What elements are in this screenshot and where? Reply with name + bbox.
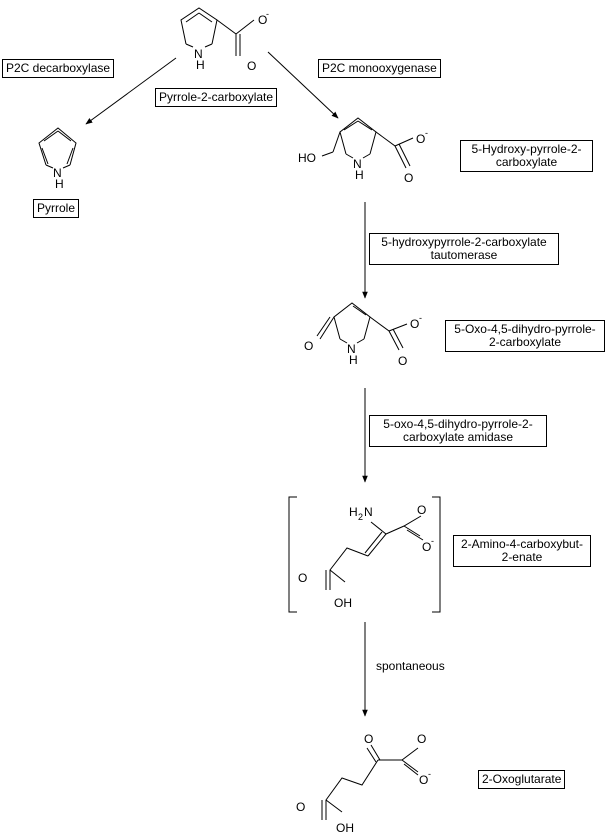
- atom-minus: -: [425, 128, 428, 138]
- enzyme-amidase-label: 5-oxo-4,5-dihydro-pyrrole-2- carboxylate…: [369, 415, 547, 447]
- atom-o: O: [298, 571, 307, 585]
- compound-oxo-dihydro-pyrrole-label: 5-Oxo-4,5-dihydro-pyrrole- 2-carboxylate: [445, 320, 605, 352]
- atom-h: H: [349, 505, 358, 519]
- oxoglutarate-structure: [321, 744, 419, 820]
- atom-o: O: [364, 732, 373, 746]
- atom-n: N: [347, 342, 356, 356]
- arrow-monooxygenase: [267, 51, 339, 119]
- atom-o: O: [416, 132, 425, 146]
- atom-n: N: [53, 166, 62, 180]
- amino-carboxybutenate-structure: [288, 496, 441, 613]
- atom-h: H: [349, 353, 358, 367]
- atom-o: O: [247, 59, 256, 73]
- arrow-decarboxylase: [85, 57, 177, 125]
- oxo-dihydro-pyrrole-structure: [316, 302, 408, 351]
- compound-pyrrole-label: Pyrrole: [33, 199, 80, 218]
- compound-oxoglutarate-label: 2-Oxoglutarate: [478, 770, 566, 789]
- atom-o: O: [417, 732, 426, 746]
- atom-o: O: [422, 540, 431, 554]
- atom-o: O: [258, 13, 267, 27]
- atom-n: N: [353, 157, 362, 171]
- atom-n: N: [364, 505, 373, 519]
- pyrrole-2-carboxylate-structure: [180, 7, 255, 56]
- compound-hydroxy-pyrrole-label: 5-Hydroxy-pyrrole-2- carboxylate: [460, 140, 593, 172]
- atom-o: O: [419, 773, 428, 787]
- atom-o: O: [304, 339, 313, 353]
- atom-oh: OH: [334, 596, 352, 610]
- enzyme-p2c-decarboxylase-label: P2C decarboxylase: [2, 59, 115, 78]
- atom-minus: -: [431, 536, 434, 546]
- pyrrole-structure: [38, 127, 77, 169]
- atom-oh: OH: [336, 821, 354, 835]
- atom-h: H: [55, 177, 64, 191]
- enzyme-p2c-monooxygenase-label: P2C monooxygenase: [318, 59, 441, 78]
- atom-o: O: [398, 354, 407, 368]
- compound-pyrrole-2-carboxylate-label: Pyrrole-2-carboxylate: [155, 88, 278, 107]
- atom-subscript-2: 2: [358, 512, 363, 522]
- atom-o: O: [417, 503, 426, 517]
- atom-minus: -: [266, 9, 269, 19]
- atom-h: H: [196, 58, 205, 72]
- atom-h: H: [355, 168, 364, 182]
- atom-o: O: [296, 800, 305, 814]
- hydroxy-pyrrole-structure: [321, 117, 414, 169]
- atom-minus: -: [428, 769, 431, 779]
- compound-amino-carboxybutenate-label: 2-Amino-4-carboxybut- 2-enate: [453, 535, 591, 567]
- atom-ho: HO: [298, 151, 316, 165]
- atom-minus: -: [419, 313, 422, 323]
- atom-n: N: [194, 47, 203, 61]
- spontaneous-label: spontaneous: [376, 659, 445, 673]
- atom-o: O: [410, 317, 419, 331]
- atom-o: O: [404, 171, 413, 185]
- enzyme-tautomerase-label: 5-hydroxypyrrole-2-carboxylate tautomera…: [369, 233, 559, 265]
- atom-labels: N H O - O N H HO N H O - O O N H O - O H…: [53, 9, 434, 835]
